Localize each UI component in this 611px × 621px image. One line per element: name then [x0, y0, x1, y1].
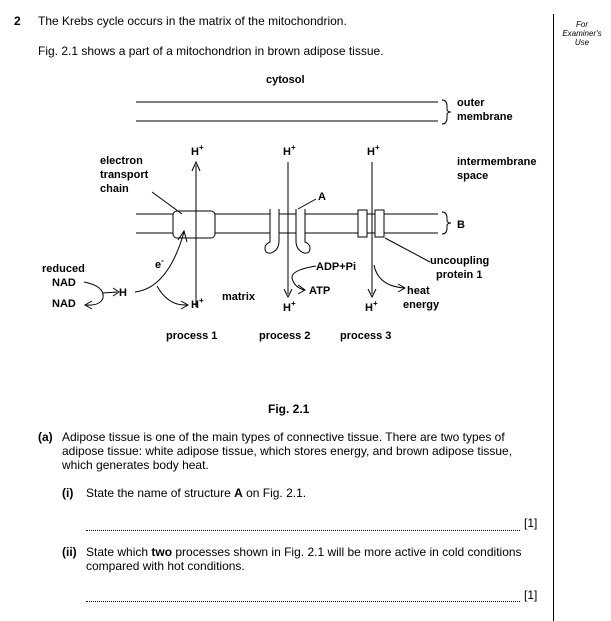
a-pointer-line [298, 199, 316, 209]
label-h-plus-p3-bottom: H+ [365, 299, 378, 314]
nad-h-line [103, 292, 117, 293]
figure-caption: Fig. 2.1 [268, 402, 309, 416]
label-membrane: membrane [457, 111, 513, 123]
part-a-letter: (a) [38, 430, 53, 444]
label-energy: energy [403, 299, 440, 311]
label-heat: heat [407, 285, 430, 297]
label-adp-pi: ADP+Pi [316, 261, 356, 273]
answer-line-ii[interactable] [86, 601, 520, 602]
atp-synthase-right [296, 209, 310, 253]
label-h-plus-p2-bottom: H+ [283, 299, 296, 314]
nad-curve-arrow [84, 282, 103, 305]
label-cytosol: cytosol [266, 74, 305, 86]
label-h-nad: H [119, 287, 127, 299]
label-matrix: matrix [222, 291, 256, 303]
label-A: A [318, 191, 326, 203]
label-electron-symbol: e- [155, 256, 164, 271]
label-h-plus-p2-top: H+ [283, 143, 296, 158]
label-intermembrane: intermembrane [457, 156, 536, 168]
part-a-i-label: (i) [62, 486, 73, 500]
part-a-ii-label: (ii) [62, 545, 77, 559]
label-reduced: reduced [42, 263, 85, 275]
uncoupling-protein-right [375, 210, 384, 237]
atp-synthase-left [265, 209, 279, 253]
label-nad-bottom: NAD [52, 298, 76, 310]
mark-i: [1] [524, 516, 537, 530]
label-uncoupling: uncoupling [430, 255, 489, 267]
answer-line-i[interactable] [86, 530, 520, 531]
etc-pointer-line [152, 192, 182, 214]
mark-ii: [1] [524, 588, 537, 602]
label-process-2: process 2 [259, 330, 310, 342]
label-transport: transport [100, 169, 149, 181]
label-electron: electron [100, 155, 143, 167]
part-a-i-question: State the name of structure A on Fig. 2.… [86, 486, 306, 500]
label-space: space [457, 170, 488, 182]
label-h-plus-p1-bottom: H+ [191, 296, 204, 311]
label-nad-top: NAD [52, 277, 76, 289]
label-atp: ATP [309, 285, 330, 297]
label-chain: chain [100, 183, 129, 195]
part-a-ii-question: State which two processes shown in Fig. … [86, 545, 542, 573]
label-outer: outer [457, 97, 485, 109]
inner-membrane-brace [442, 212, 451, 234]
part-a-text: Adipose tissue is one of the main types … [62, 430, 542, 472]
label-process-3: process 3 [340, 330, 391, 342]
outer-membrane-brace [442, 100, 451, 124]
uncoupling-pointer-line [385, 238, 430, 262]
electron-transport-chain-box [173, 211, 215, 238]
label-process-1: process 1 [166, 330, 217, 342]
uncoupling-protein-left [358, 210, 367, 237]
label-h-plus-p3-top: H+ [367, 143, 380, 158]
label-h-plus-p1-top: H+ [191, 143, 204, 158]
label-protein-1: protein 1 [436, 269, 482, 281]
label-B: B [457, 219, 465, 231]
